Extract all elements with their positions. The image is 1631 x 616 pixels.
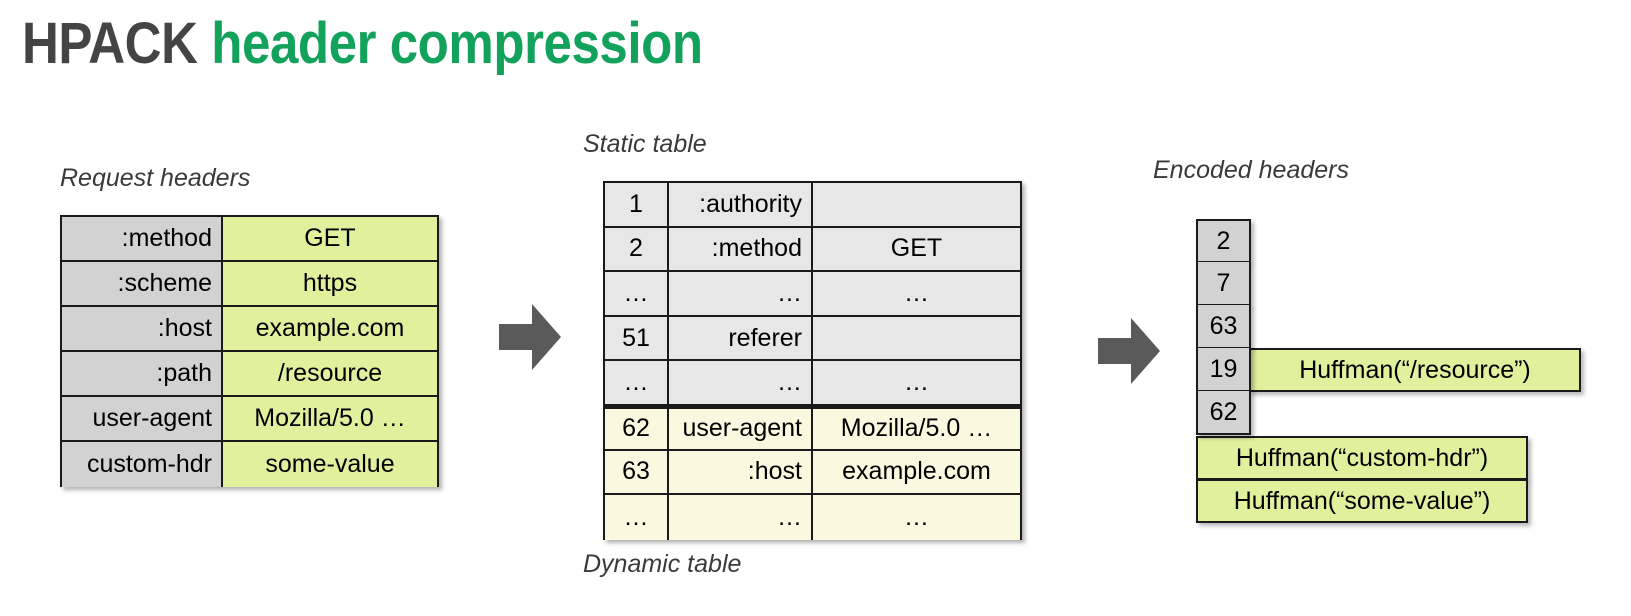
header-name-cell: :method — [62, 217, 223, 260]
header-value-cell: Mozilla/5.0 … — [223, 397, 437, 440]
header-name-cell: user-agent — [62, 397, 223, 440]
arrow-right-icon — [499, 304, 561, 370]
header-name-cell: referer — [669, 316, 813, 360]
index-cell: 2 — [605, 227, 669, 271]
header-name-cell: custom-hdr — [62, 442, 223, 487]
index-cell: 63 — [605, 450, 669, 494]
header-value-cell: example.com — [223, 307, 437, 350]
header-value-cell: https — [223, 262, 437, 305]
header-value-cell: /resource — [223, 352, 437, 395]
table-row: ……… — [605, 495, 1020, 540]
encoded-literal-row: Huffman(“custom-hdr”) — [1196, 436, 1528, 480]
header-name-cell: … — [669, 495, 813, 540]
page-title: HPACK header compression — [22, 12, 703, 76]
table-row: :path/resource — [62, 352, 437, 397]
header-value-cell: GET — [223, 217, 437, 260]
header-value-cell: Mozilla/5.0 … — [813, 408, 1020, 449]
encoded-index-cell: 2 — [1196, 219, 1251, 263]
header-name-cell: :authority — [669, 183, 813, 226]
header-value-cell: example.com — [813, 450, 1020, 494]
index-cell: 62 — [605, 408, 669, 449]
table-row: ……… — [605, 272, 1020, 317]
header-name-cell: :host — [669, 450, 813, 494]
table-row: ……… — [605, 361, 1020, 406]
index-cell: 51 — [605, 316, 669, 360]
header-value-cell: … — [813, 272, 1020, 315]
header-name-cell: :host — [62, 307, 223, 350]
header-value-cell — [813, 316, 1020, 360]
header-value-cell — [813, 183, 1020, 226]
index-cell: … — [605, 495, 669, 540]
caption-encoded-headers: Encoded headers — [1153, 156, 1349, 184]
encoded-row: 7 — [1196, 262, 1251, 306]
encoded-row: 2 — [1196, 219, 1251, 263]
index-cell: 1 — [605, 183, 669, 226]
encoded-index-cell: 19 — [1196, 348, 1251, 392]
encoded-literal-row: Huffman(“some-value”) — [1196, 479, 1528, 523]
header-value-cell: … — [813, 361, 1020, 404]
caption-dynamic-table: Dynamic table — [583, 550, 742, 578]
caption-request-headers: Request headers — [60, 164, 251, 192]
header-name-cell: … — [669, 272, 813, 315]
header-value-cell: GET — [813, 227, 1020, 271]
encoded-index-cell: 7 — [1196, 262, 1251, 306]
header-name-cell: :path — [62, 352, 223, 395]
header-name-cell: :scheme — [62, 262, 223, 305]
caption-static-table: Static table — [583, 130, 707, 158]
encoded-index-cell: 62 — [1196, 391, 1251, 435]
encoded-index-cell: 63 — [1196, 305, 1251, 349]
page-title-accent: header compression — [211, 11, 703, 76]
page-title-primary: HPACK — [22, 11, 198, 76]
header-value-cell: some-value — [223, 442, 437, 487]
header-name-cell: user-agent — [669, 408, 813, 449]
encoded-row: 63 — [1196, 305, 1251, 349]
index-cell: … — [605, 272, 669, 315]
arrow-right-icon — [1098, 318, 1160, 384]
encoded-literal-value: Huffman(“/resource”) — [1249, 348, 1581, 392]
header-name-cell: :method — [669, 227, 813, 271]
header-name-cell: … — [669, 361, 813, 404]
header-value-cell: … — [813, 495, 1020, 540]
index-cell: … — [605, 361, 669, 404]
table-row: 1:authority — [605, 183, 1020, 228]
encoded-row: 62 — [1196, 391, 1251, 435]
